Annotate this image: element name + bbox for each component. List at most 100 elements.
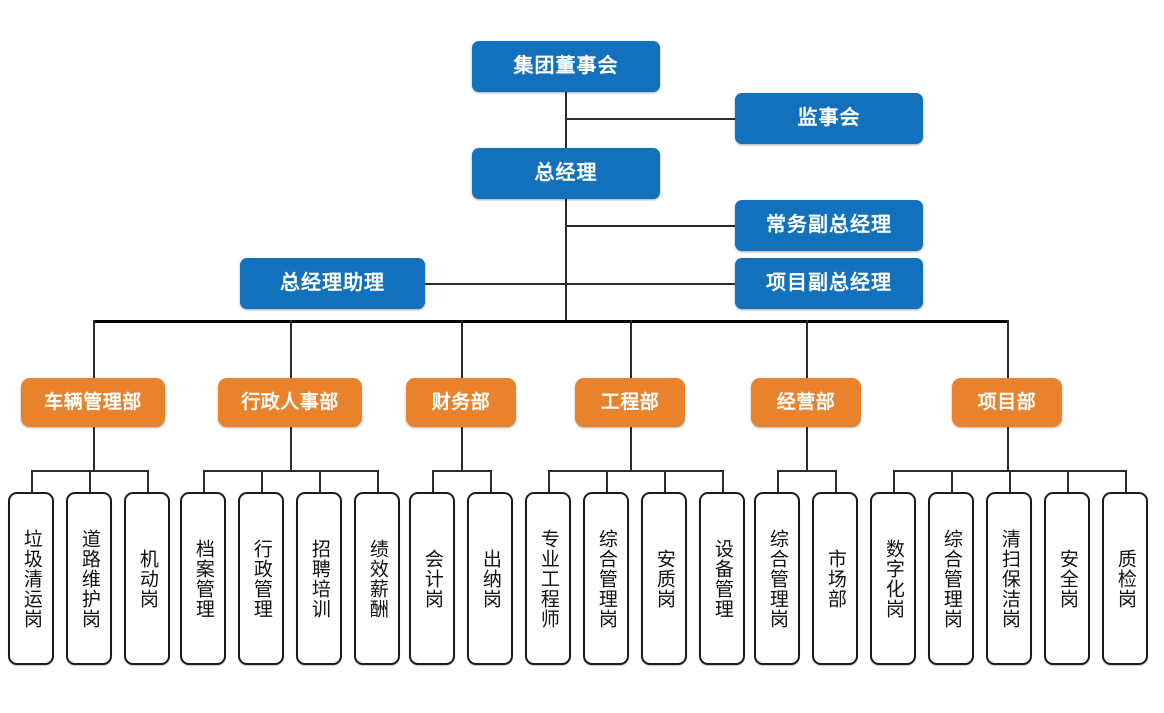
node-position-label: 会计岗 — [421, 548, 443, 609]
node-position-label: 安质岗 — [653, 548, 675, 609]
node-position[interactable]: 综合管理岗 — [754, 492, 800, 665]
connector-dept3-drop-1 — [432, 470, 434, 492]
connector-dept2-stem — [290, 427, 292, 470]
node-position-label: 综合管理岗 — [595, 528, 617, 629]
node-position-label: 综合管理岗 — [766, 528, 788, 629]
connector-department-trunk — [93, 320, 1008, 323]
node-general-manager[interactable]: 总经理 — [472, 148, 660, 199]
node-department-label: 项目部 — [977, 391, 1037, 413]
node-board[interactable]: 集团董事会 — [472, 41, 660, 92]
node-gm-assistant-label: 总经理助理 — [280, 272, 385, 294]
connector-dept5-drop-1 — [777, 470, 779, 492]
connector-trunk-drop-6 — [1007, 320, 1009, 378]
connector-trunk-drop-3 — [461, 320, 463, 378]
connector-trunk-drop-4 — [630, 320, 632, 378]
node-department-operations[interactable]: 经营部 — [751, 378, 861, 427]
connector-dept3-drop-2 — [490, 470, 492, 492]
node-department-admin-hr[interactable]: 行政人事部 — [218, 378, 362, 427]
node-position[interactable]: 质检岗 — [1102, 492, 1148, 665]
connector-dept2-drop-3 — [319, 470, 321, 492]
connector-gm-to-assistant — [424, 283, 566, 285]
node-position[interactable]: 档案管理 — [180, 492, 226, 665]
node-position[interactable]: 清扫保洁岗 — [986, 492, 1032, 665]
connector-dept4-drop-4 — [722, 470, 724, 492]
node-position[interactable]: 设备管理 — [699, 492, 745, 665]
node-department-vehicle-management[interactable]: 车辆管理部 — [21, 378, 165, 427]
node-project-vice-gm[interactable]: 项目副总经理 — [735, 258, 923, 309]
node-position-label: 招聘培训 — [308, 538, 330, 619]
connector-dept6-drop-2 — [951, 470, 953, 492]
node-position-label: 道路维护岗 — [78, 528, 100, 629]
node-position[interactable]: 绩效薪酬 — [354, 492, 400, 665]
node-position[interactable]: 安全岗 — [1044, 492, 1090, 665]
connector-dept6-stem — [1007, 427, 1009, 470]
connector-dept5-bus — [777, 470, 836, 472]
node-department-label: 财务部 — [431, 391, 491, 413]
connector-dept4-drop-1 — [548, 470, 550, 492]
connector-trunk-drop-1 — [93, 320, 95, 378]
connector-dept4-bus — [548, 470, 723, 472]
connector-dept6-drop-4 — [1067, 470, 1069, 492]
node-position[interactable]: 综合管理岗 — [928, 492, 974, 665]
node-supervisory-board-label: 监事会 — [797, 107, 861, 129]
node-executive-vice-gm-label: 常务副总经理 — [766, 214, 892, 236]
node-position[interactable]: 专业工程师 — [525, 492, 571, 665]
node-position-label: 行政管理 — [250, 538, 272, 619]
node-position-label: 设备管理 — [711, 538, 733, 619]
node-supervisory-board[interactable]: 监事会 — [735, 93, 923, 144]
node-position-label: 市场部 — [824, 548, 846, 609]
node-position-label: 综合管理岗 — [940, 528, 962, 629]
node-position[interactable]: 招聘培训 — [296, 492, 342, 665]
node-position-label: 安全岗 — [1056, 548, 1078, 609]
connector-dept4-stem — [630, 427, 632, 470]
node-position[interactable]: 出纳岗 — [467, 492, 513, 665]
node-project-vice-gm-label: 项目副总经理 — [766, 272, 892, 294]
node-board-label: 集团董事会 — [513, 55, 619, 77]
node-position[interactable]: 垃圾清运岗 — [8, 492, 54, 665]
node-position[interactable]: 机动岗 — [124, 492, 170, 665]
node-department-engineering[interactable]: 工程部 — [575, 378, 685, 427]
connector-dept6-drop-5 — [1125, 470, 1127, 492]
connector-dept5-stem — [806, 427, 808, 470]
connector-dept2-drop-2 — [261, 470, 263, 492]
connector-gm-down — [565, 198, 567, 321]
node-position-label: 专业工程师 — [537, 528, 559, 629]
node-position[interactable]: 行政管理 — [238, 492, 284, 665]
node-position-label: 档案管理 — [192, 538, 214, 619]
node-position-label: 绩效薪酬 — [366, 538, 388, 619]
connector-gm-to-project-vice-gm — [565, 283, 735, 285]
connector-dept1-drop-1 — [31, 470, 33, 492]
node-department-finance[interactable]: 财务部 — [406, 378, 516, 427]
connector-dept2-bus — [203, 470, 378, 472]
connector-dept1-stem — [93, 427, 95, 470]
connector-dept1-drop-3 — [147, 470, 149, 492]
node-position[interactable]: 安质岗 — [641, 492, 687, 665]
node-position-label: 出纳岗 — [479, 548, 501, 609]
node-position[interactable]: 数字化岗 — [870, 492, 916, 665]
connector-dept6-drop-3 — [1009, 470, 1011, 492]
node-position-label: 数字化岗 — [882, 538, 904, 619]
node-general-manager-label: 总经理 — [534, 162, 598, 184]
node-position[interactable]: 道路维护岗 — [66, 492, 112, 665]
node-department-label: 工程部 — [600, 391, 660, 413]
node-executive-vice-gm[interactable]: 常务副总经理 — [735, 200, 923, 251]
connector-trunk-drop-5 — [806, 320, 808, 378]
node-position[interactable]: 综合管理岗 — [583, 492, 629, 665]
connector-dept5-drop-2 — [835, 470, 837, 492]
node-gm-assistant[interactable]: 总经理助理 — [240, 258, 425, 309]
node-department-label: 经营部 — [776, 391, 836, 413]
connector-dept1-drop-2 — [89, 470, 91, 492]
connector-dept3-bus — [432, 470, 491, 472]
connector-dept2-drop-1 — [203, 470, 205, 492]
connector-dept4-drop-2 — [606, 470, 608, 492]
node-position-label: 机动岗 — [136, 548, 158, 609]
node-position-label: 清扫保洁岗 — [998, 528, 1020, 629]
node-department-project[interactable]: 项目部 — [952, 378, 1062, 427]
node-position[interactable]: 市场部 — [812, 492, 858, 665]
connector-dept6-drop-1 — [893, 470, 895, 492]
connector-trunk-drop-2 — [290, 320, 292, 378]
node-position[interactable]: 会计岗 — [409, 492, 455, 665]
connector-dept3-stem — [461, 427, 463, 470]
connector-dept2-drop-4 — [377, 470, 379, 492]
